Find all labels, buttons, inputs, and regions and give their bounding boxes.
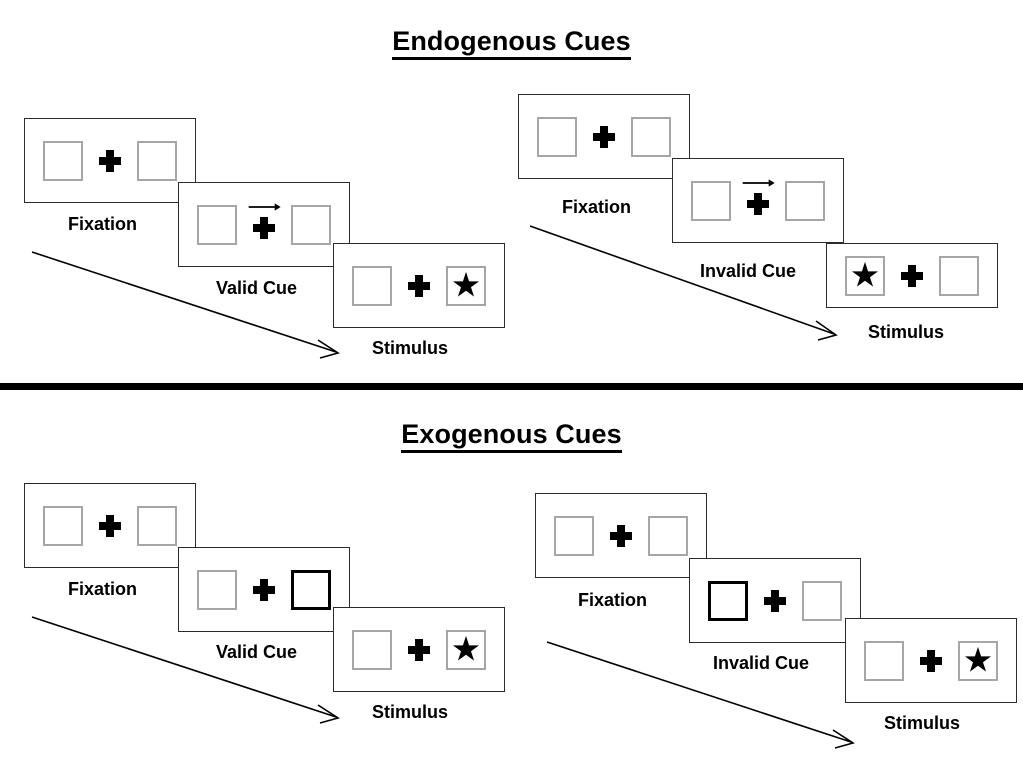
box-left-target: ★ [845, 255, 885, 296]
box-right-target: ★ [446, 629, 486, 670]
panel-exogenous-invalid-stimulus: ★ [845, 618, 1017, 703]
section-title-endogenous: Endogenous Cues [0, 26, 1023, 60]
box-left [43, 505, 83, 546]
fixation-cross-icon [901, 264, 923, 287]
panel-exogenous-valid-cue [178, 547, 350, 632]
box-right [785, 180, 825, 221]
box-left [691, 180, 731, 221]
caption-exogenous-invalid-stimulus: Stimulus [884, 713, 961, 733]
box-left [197, 204, 237, 245]
caption-exogenous-valid-stimulus: Stimulus [372, 702, 449, 722]
caption-exogenous-valid-fixation: Fixation [68, 579, 138, 599]
fixation-cross-icon [610, 524, 632, 547]
time-arrow-endogenous-valid [31, 251, 340, 359]
star-icon: ★ [849, 255, 881, 294]
panel-endogenous-invalid-stimulus: ★ [826, 243, 998, 308]
box-left [554, 515, 594, 556]
panel-endogenous-valid-fixation [24, 118, 196, 203]
star-icon: ★ [450, 265, 482, 304]
section-divider [0, 383, 1023, 390]
fixation-cross-icon [99, 514, 121, 537]
box-left-cued [708, 580, 748, 621]
box-left [352, 629, 392, 670]
box-left [197, 569, 237, 610]
star-icon: ★ [962, 640, 994, 679]
box-right [939, 255, 979, 296]
star-icon: ★ [450, 629, 482, 668]
arrow-right-icon [742, 178, 775, 187]
panel-exogenous-valid-stimulus: ★ [333, 607, 505, 692]
fixation-cross-icon [99, 149, 121, 172]
caption-endogenous-valid-fixation: Fixation [68, 214, 138, 234]
caption-endogenous-valid-stimulus: Stimulus [372, 338, 449, 358]
time-arrow-exogenous-invalid [546, 641, 855, 749]
box-left [864, 640, 904, 681]
box-right [631, 116, 671, 157]
section-title-exogenous: Exogenous Cues [0, 419, 1023, 453]
box-right [137, 140, 177, 181]
panel-endogenous-invalid-fixation [518, 94, 690, 179]
fixation-cross-icon [764, 589, 786, 612]
panel-endogenous-valid-stimulus: ★ [333, 243, 505, 328]
fixation-cross-icon [747, 193, 769, 215]
panel-endogenous-invalid-cue [672, 158, 844, 243]
box-left [43, 140, 83, 181]
caption-endogenous-invalid-cue: Invalid Cue [700, 261, 797, 281]
box-left [537, 116, 577, 157]
centre-stack [248, 202, 281, 245]
caption-endogenous-invalid-fixation: Fixation [562, 197, 632, 217]
box-right-target: ★ [446, 265, 486, 306]
time-arrow-exogenous-valid [31, 616, 340, 724]
fixation-cross-icon [593, 125, 615, 148]
box-right [648, 515, 688, 556]
fixation-cross-icon [253, 217, 275, 239]
caption-exogenous-invalid-cue: Invalid Cue [713, 653, 810, 673]
fixation-cross-icon [408, 638, 430, 661]
arrow-right-icon [248, 202, 281, 211]
box-left [352, 265, 392, 306]
panel-endogenous-valid-cue [178, 182, 350, 267]
section-title-exogenous-text: Exogenous Cues [401, 419, 622, 453]
caption-endogenous-valid-cue: Valid Cue [216, 278, 298, 298]
fixation-cross-icon [920, 649, 942, 672]
box-right [137, 505, 177, 546]
section-title-endogenous-text: Endogenous Cues [392, 26, 631, 60]
panel-exogenous-valid-fixation [24, 483, 196, 568]
time-arrow-endogenous-invalid [529, 225, 838, 341]
box-right-target: ★ [958, 640, 998, 681]
box-right [291, 204, 331, 245]
panel-exogenous-invalid-cue [689, 558, 861, 643]
panel-exogenous-invalid-fixation [535, 493, 707, 578]
fixation-cross-icon [253, 578, 275, 601]
fixation-cross-icon [408, 274, 430, 297]
box-right-cued [291, 569, 331, 610]
caption-exogenous-valid-cue: Valid Cue [216, 642, 298, 662]
box-right [802, 580, 842, 621]
caption-endogenous-invalid-stimulus: Stimulus [868, 322, 945, 342]
centre-stack [742, 178, 775, 221]
caption-exogenous-invalid-fixation: Fixation [578, 590, 648, 610]
